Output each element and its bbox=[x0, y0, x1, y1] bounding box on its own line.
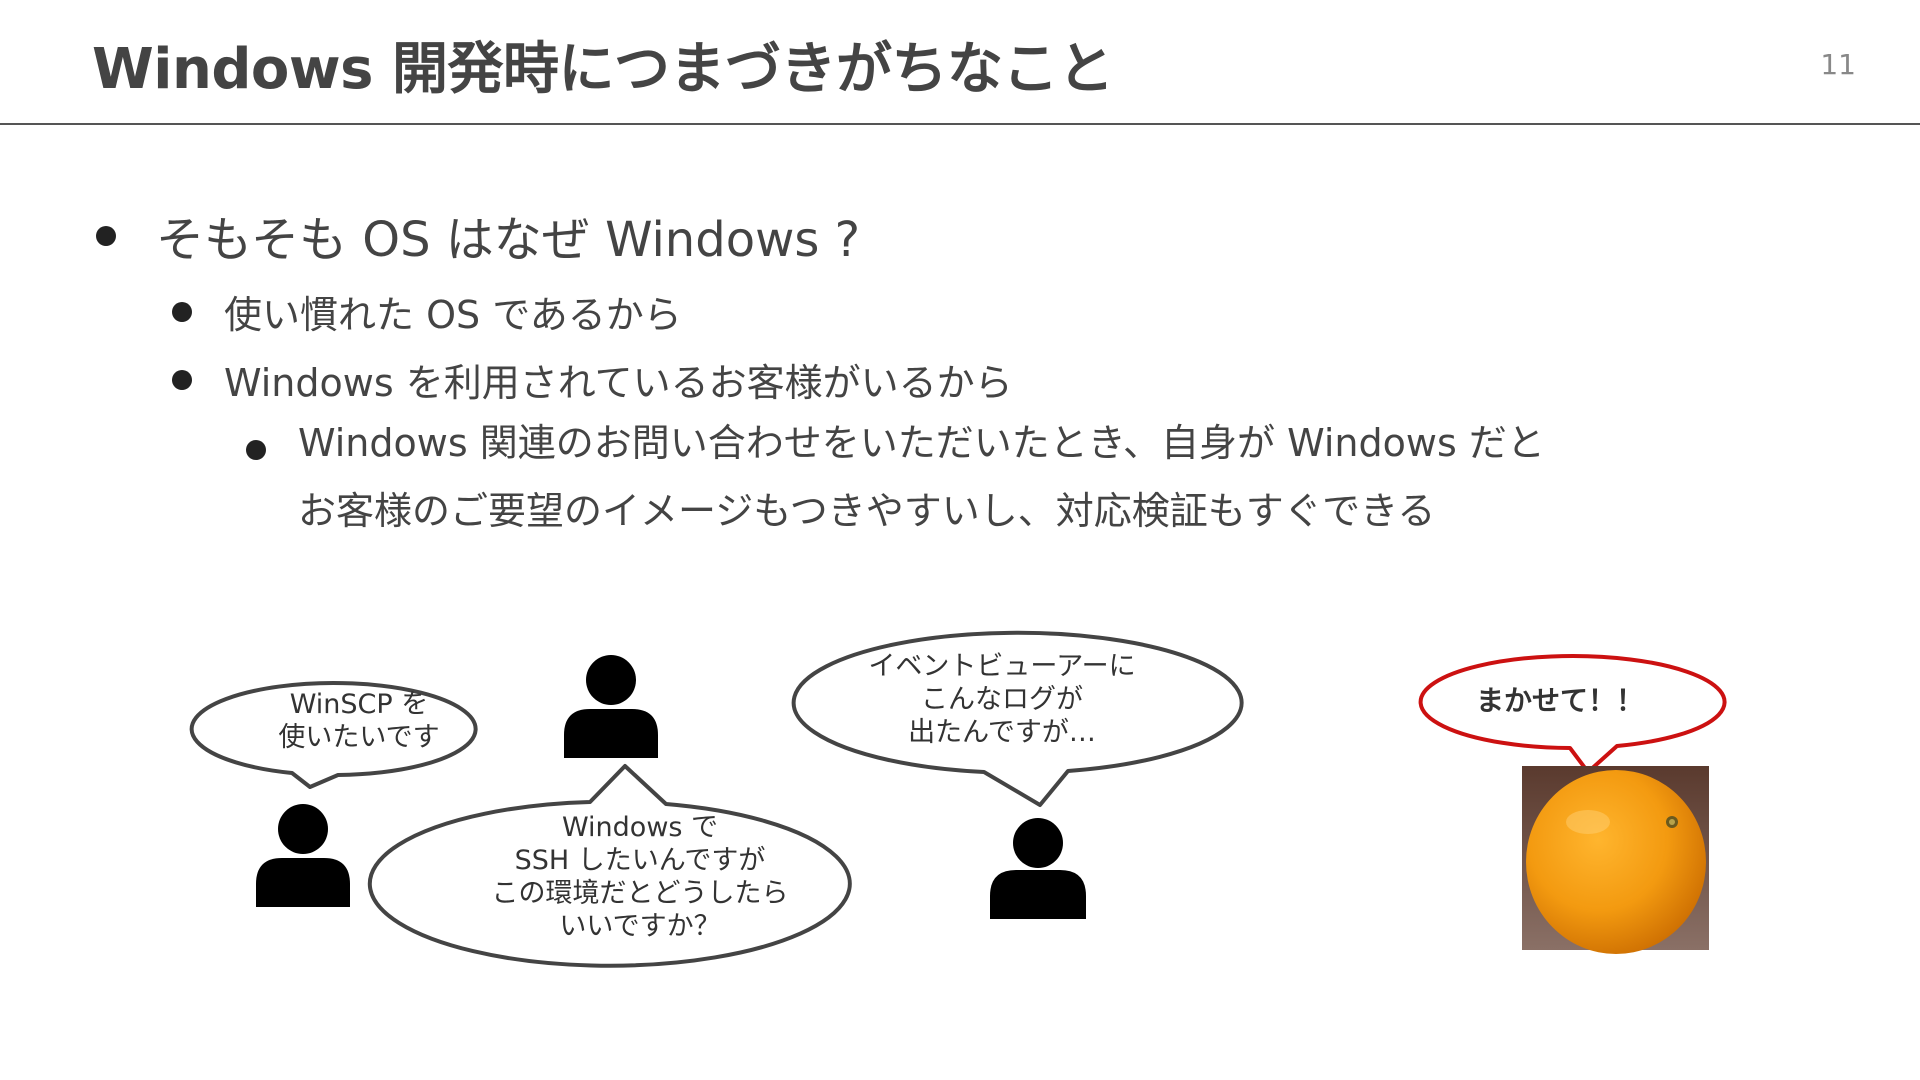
bubble-text-eventviewer: イベントビューアーに こんなログが 出たんですが… bbox=[868, 651, 1136, 748]
bullet-dot-icon bbox=[96, 226, 116, 246]
bubble-text-ssh: Windows で SSH したいんですが この環境だとどうしたら いいですか？ bbox=[491, 812, 789, 942]
bullet-text: 使い慣れた OS であるから bbox=[224, 293, 682, 337]
bullet-text-line: お客様のご要望のイメージもつきやすいし、対応検証もすぐできる bbox=[298, 489, 1436, 533]
bullet-level3-inquiries: Windows 関連のお問い合わせをいただいたとき、自身が Windows だと… bbox=[246, 421, 1545, 545]
slide-title: Windows 開発時につまづきがちなこと bbox=[92, 37, 1114, 102]
person-icon bbox=[990, 818, 1086, 919]
bullet-text-line: Windows 関連のお問い合わせをいただいたとき、自身が Windows だと bbox=[298, 421, 1545, 465]
orange-photo bbox=[1522, 766, 1709, 954]
bubble-text-winscp: WinSCP を 使いたいです bbox=[278, 689, 440, 753]
bullet-level2-familiar-os: 使い慣れた OS であるから bbox=[172, 284, 682, 339]
page-number: 11 bbox=[1820, 48, 1856, 81]
bubble-text-orange: まかせて！！ bbox=[1475, 684, 1644, 717]
bullet-dot-icon bbox=[172, 370, 192, 390]
bullet-level2-customers: Windows を利用されているお客様がいるから bbox=[172, 352, 1013, 407]
bullet-text: そもそも OS はなぜ Windows ? bbox=[156, 212, 861, 268]
title-divider bbox=[0, 123, 1920, 125]
bullet-dot-icon bbox=[246, 440, 266, 460]
person-icon bbox=[564, 655, 658, 758]
person-icon bbox=[256, 804, 350, 907]
bullet-text-block: Windows 関連のお問い合わせをいただいたとき、自身が Windows だと… bbox=[298, 409, 1545, 545]
bullet-dot-icon bbox=[172, 302, 192, 322]
bullet-text: Windows を利用されているお客様がいるから bbox=[224, 361, 1013, 405]
bullet-level1: そもそも OS はなぜ Windows ? bbox=[96, 200, 860, 270]
